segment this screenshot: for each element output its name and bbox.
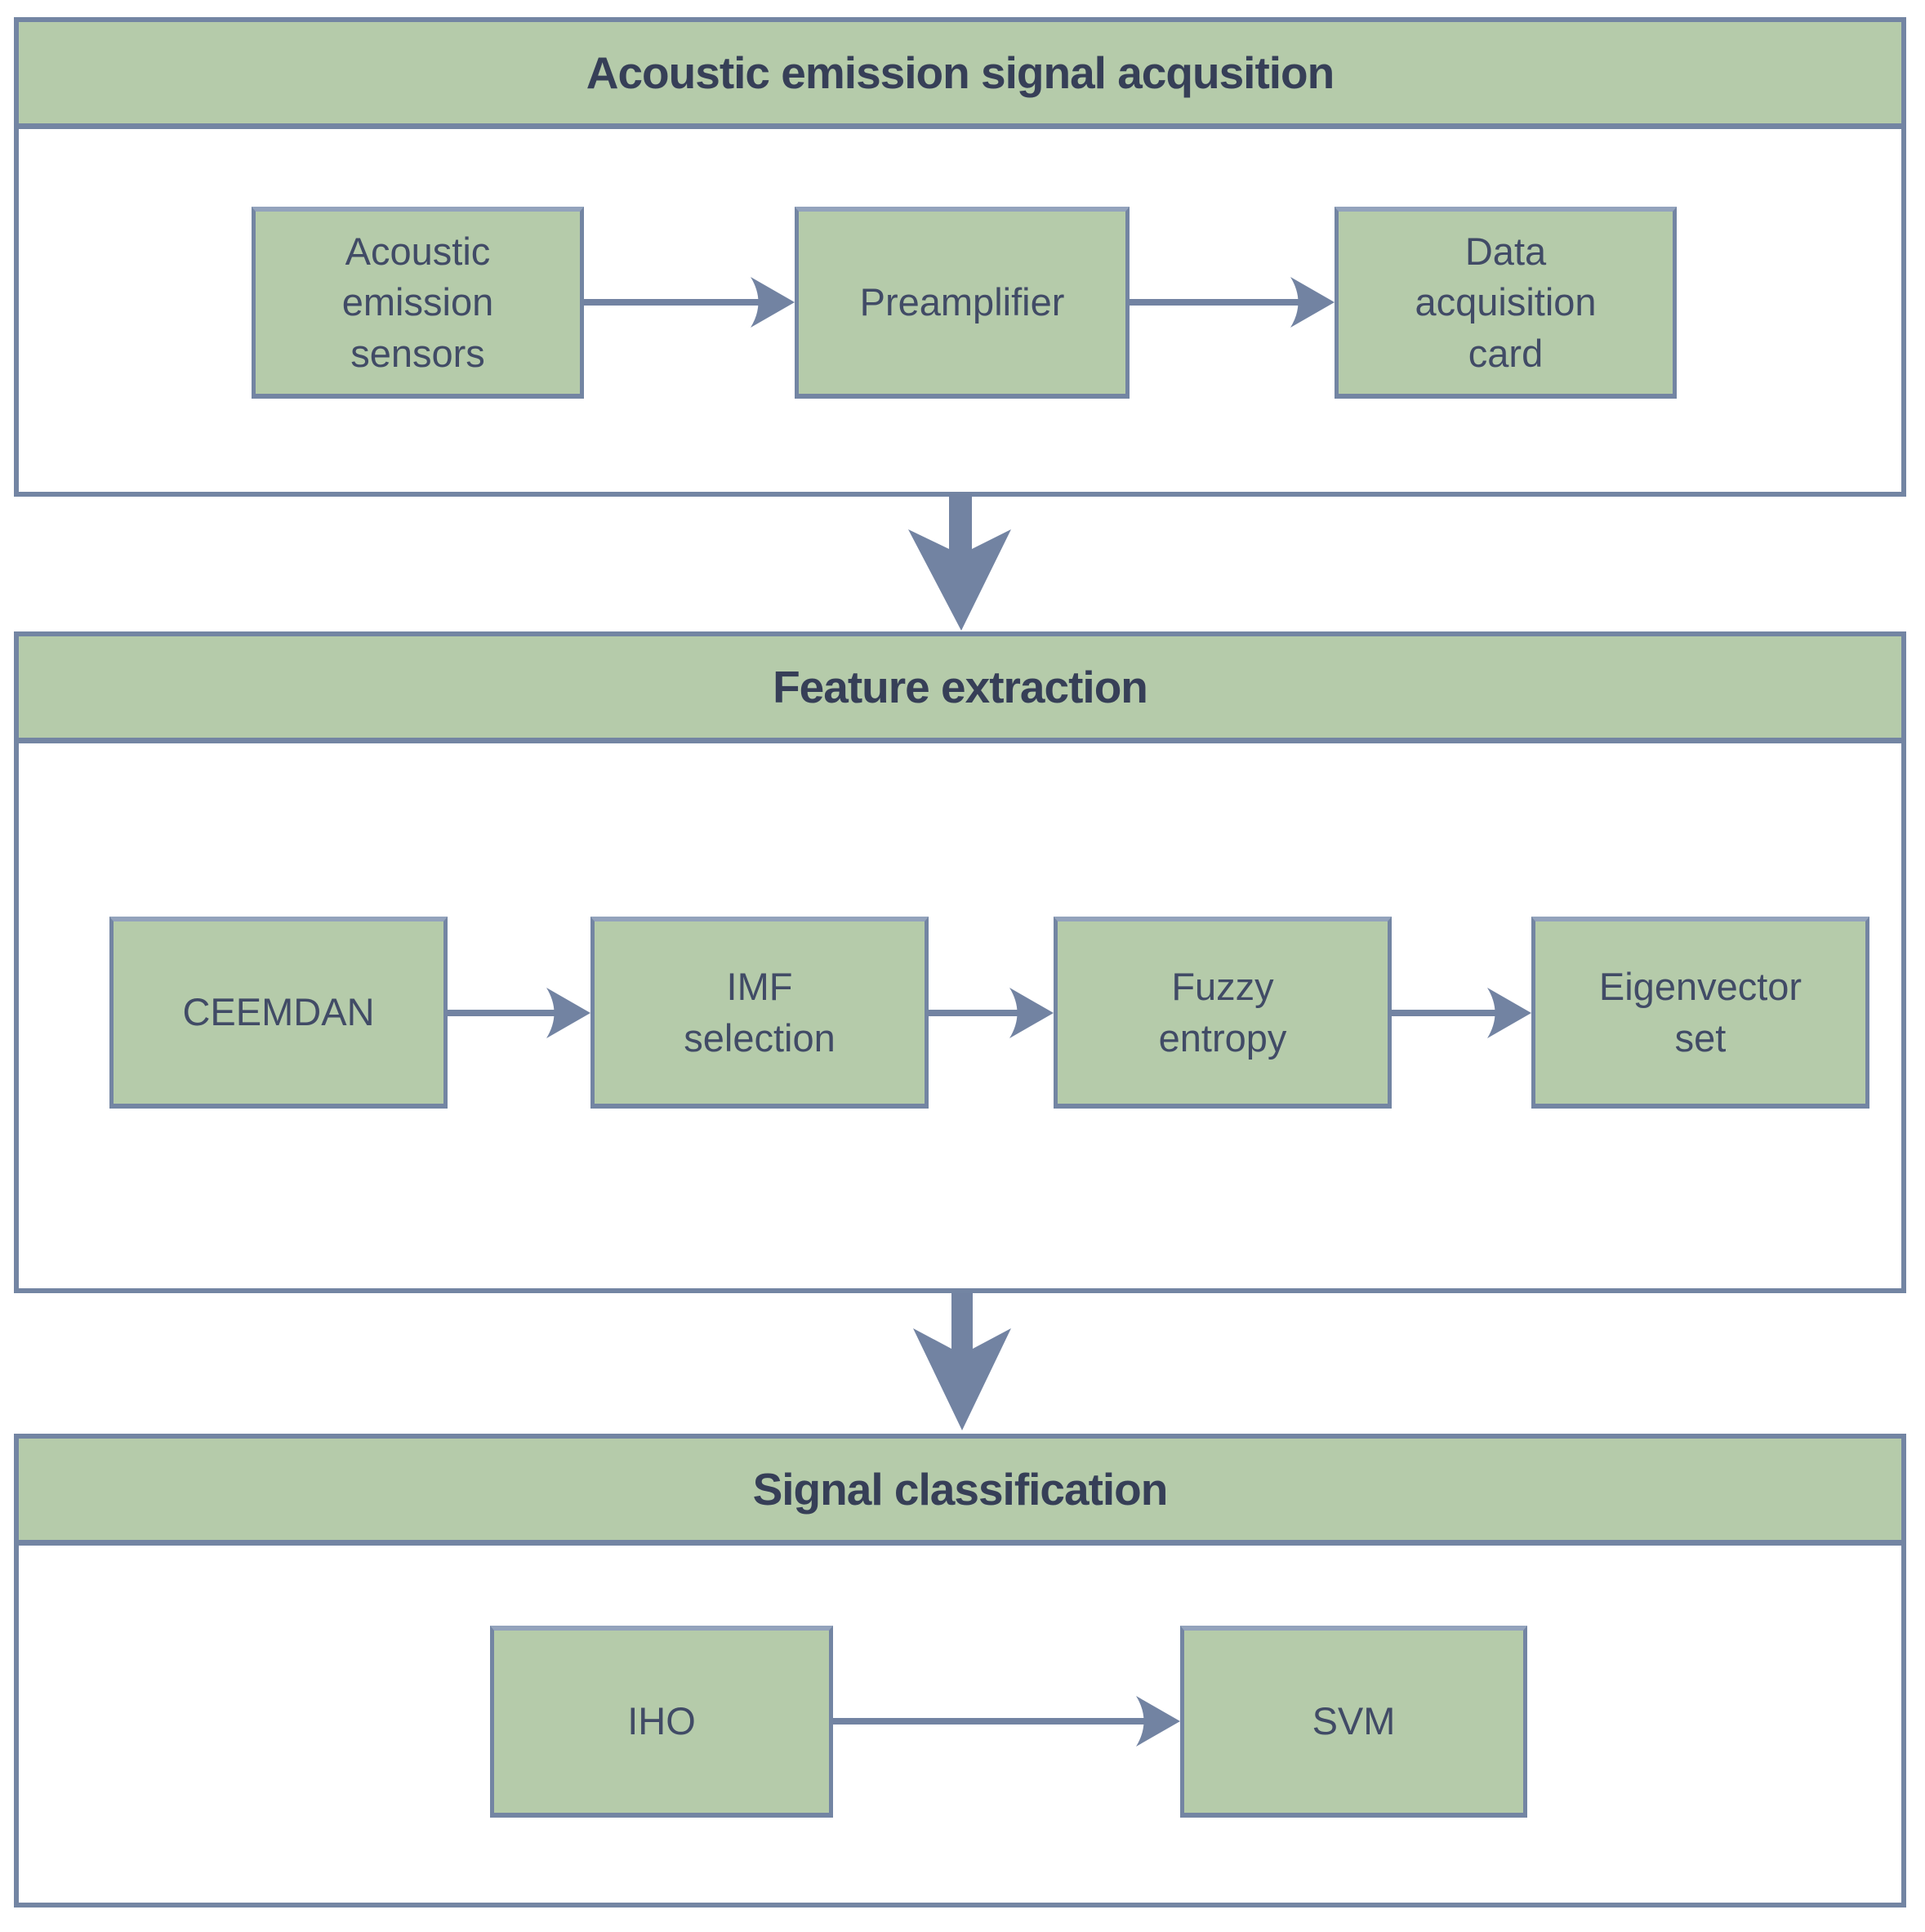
section-signal-classification-header: Signal classification bbox=[19, 1439, 1901, 1546]
box-data-acquisition-card-label: Data acquisition card bbox=[1415, 230, 1597, 375]
box-fuzzy-entropy-label: Fuzzy entropy bbox=[1158, 965, 1287, 1060]
section-feature-extraction-header: Feature extraction bbox=[19, 636, 1901, 743]
big-arrow-acquisition-to-feature bbox=[908, 493, 1011, 631]
box-ceemdan: CEEMDAN bbox=[109, 917, 448, 1109]
box-eigenvector-set-label: Eigenvector set bbox=[1598, 965, 1802, 1060]
box-iho: IHO bbox=[490, 1626, 833, 1818]
box-preamplifier: Preamplifier bbox=[795, 207, 1130, 399]
box-fuzzy-entropy: Fuzzy entropy bbox=[1054, 917, 1392, 1109]
section-signal-classification: Signal classification bbox=[14, 1434, 1906, 1907]
big-arrow-feature-to-classification bbox=[913, 1293, 1011, 1430]
box-acoustic-emission-sensors: Acoustic emission sensors bbox=[252, 207, 584, 399]
box-iho-label: IHO bbox=[627, 1699, 696, 1743]
box-preamplifier-label: Preamplifier bbox=[859, 280, 1065, 324]
box-ceemdan-label: CEEMDAN bbox=[182, 990, 375, 1034]
box-imf-selection-label: IMF selection bbox=[684, 965, 836, 1060]
box-eigenvector-set: Eigenvector set bbox=[1531, 917, 1869, 1109]
section-signal-acquisition-title: Acoustic emission signal acqusition bbox=[586, 47, 1335, 98]
box-svm: SVM bbox=[1180, 1626, 1527, 1818]
box-data-acquisition-card: Data acquisition card bbox=[1335, 207, 1677, 399]
section-feature-extraction-title: Feature extraction bbox=[773, 662, 1148, 712]
section-signal-acquisition-header: Acoustic emission signal acqusition bbox=[19, 22, 1901, 129]
section-signal-classification-title: Signal classification bbox=[752, 1464, 1169, 1515]
box-imf-selection: IMF selection bbox=[590, 917, 929, 1109]
box-svm-label: SVM bbox=[1312, 1699, 1396, 1743]
box-acoustic-emission-sensors-label: Acoustic emission sensors bbox=[341, 230, 494, 375]
